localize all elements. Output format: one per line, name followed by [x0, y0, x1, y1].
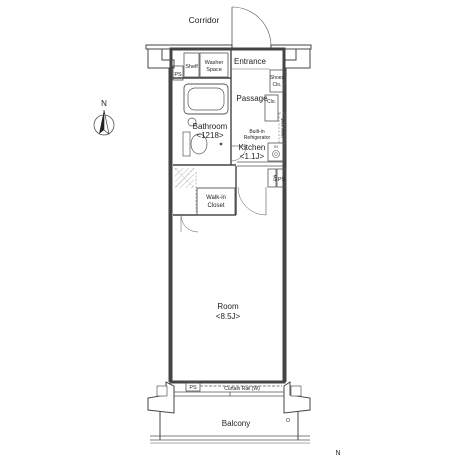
- ps-mid-box: [276, 168, 287, 188]
- corridor-label: Corridor: [189, 15, 220, 25]
- upper-shelf-label: Upper Shelf: [281, 119, 285, 138]
- bathroom-label-2: <1218>: [196, 131, 223, 140]
- balcony: [150, 412, 310, 444]
- washer-space-label-1: Washer: [205, 60, 224, 66]
- entrance-door: [231, 6, 272, 47]
- kitchen-label-1: Kitchen: [239, 143, 266, 152]
- ps-bottom-box: [185, 381, 201, 392]
- clo-label: Clo.: [267, 99, 276, 105]
- room-label-2: <8.5J>: [216, 312, 241, 321]
- ps-top-label: PS: [174, 72, 182, 78]
- shoes-closet-box: [269, 69, 285, 93]
- north-arrow-icon: [99, 110, 104, 134]
- kitchen-label-2: <1.1J>: [240, 152, 265, 161]
- washer-space-box: [199, 52, 229, 78]
- room-label-1: Room: [217, 302, 239, 311]
- bathtub: [183, 83, 229, 115]
- hall-door: [237, 186, 267, 216]
- compass: N: [93, 99, 115, 136]
- stove-box: [267, 142, 285, 162]
- entrance-label: Entrance: [234, 57, 267, 66]
- shoes-closet-label-2: Clo.: [273, 82, 282, 88]
- bathroom: [173, 50, 236, 166]
- walkin-closet-label-1: Walk-in: [206, 195, 226, 201]
- clo-box: [264, 94, 279, 122]
- mb-box: [267, 168, 277, 188]
- burner-icon: [272, 150, 280, 158]
- drain-icon: [286, 418, 290, 422]
- compass-n-label: N: [101, 99, 107, 108]
- ps-mid-label: PS: [278, 177, 286, 183]
- corner-n-label: N: [335, 450, 340, 457]
- unit-walls: [168, 47, 287, 384]
- bathroom-door: [230, 145, 247, 162]
- stove-label: IH: [274, 145, 278, 149]
- ps-top-box: [172, 65, 184, 81]
- bathroom-label-1: Bathroom: [193, 122, 228, 131]
- passage-label: Passage: [236, 94, 268, 103]
- exterior-wall-bottom: [147, 381, 311, 414]
- window-sash: [174, 385, 284, 397]
- shelf-box: [183, 52, 200, 78]
- shoes-closet-label-1: Shoes: [270, 75, 285, 81]
- balcony-label: Balcony: [222, 419, 250, 428]
- fridge-label-2: Refrigerator: [244, 135, 271, 141]
- toilet-tank: [182, 131, 191, 157]
- walkin-closet: [174, 167, 236, 233]
- shelf-label: Shelf: [185, 64, 198, 70]
- fridge-label-1: Built-in: [249, 129, 265, 135]
- mb-label: MB: [273, 175, 278, 182]
- sink: [187, 117, 197, 127]
- walkin-closet-label-2: Closet: [207, 203, 224, 209]
- curtain-rail-label: Curtain Rail (W): [224, 386, 260, 392]
- ps-bottom-label: PS: [189, 385, 197, 391]
- toilet-bowl: [190, 133, 208, 155]
- washer-space-label-2: Space: [206, 67, 222, 73]
